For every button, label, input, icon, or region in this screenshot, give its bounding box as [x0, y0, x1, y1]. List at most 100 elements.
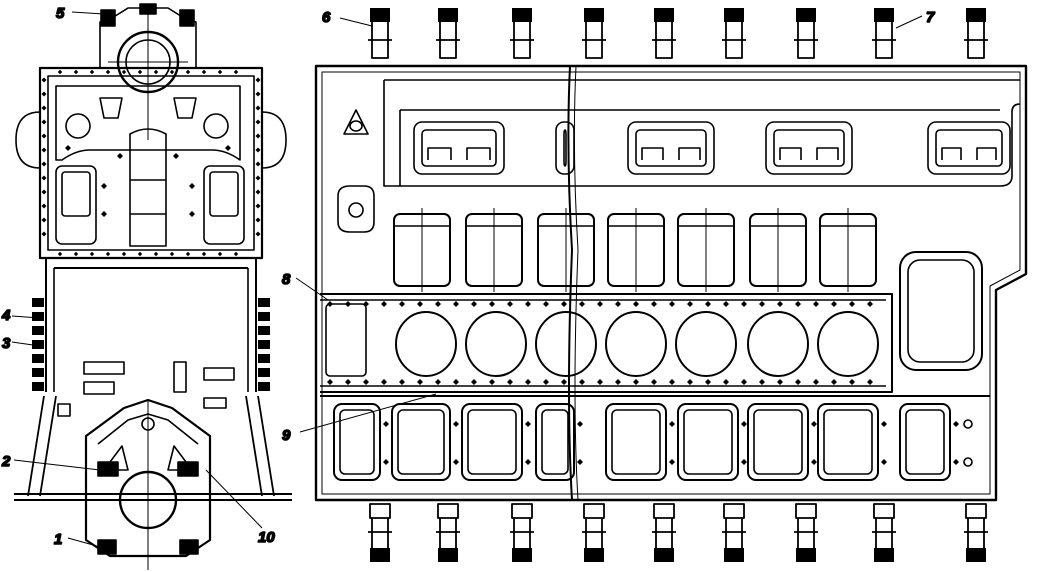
bolt-head	[258, 298, 270, 307]
bolt-mark	[777, 301, 783, 307]
bolt-mark	[741, 459, 747, 465]
bolt-mark	[831, 301, 837, 307]
bolt-mark	[41, 91, 47, 97]
bolt-mark	[41, 217, 47, 223]
bolt-mark	[687, 379, 693, 385]
bolt-mark	[41, 147, 47, 153]
stud-body	[583, 503, 605, 519]
bolt-mark	[255, 217, 261, 223]
bolt-mark	[471, 301, 477, 307]
lower-window-inner	[905, 409, 945, 475]
bolt-mark	[705, 301, 711, 307]
hold-down-studs	[368, 8, 988, 562]
bolt-mark	[687, 301, 693, 307]
window-bracket	[427, 147, 491, 160]
bolt-mark	[217, 69, 223, 75]
cylinder-bore	[747, 311, 809, 377]
cylinder-bores	[395, 311, 879, 377]
bolt-mark	[255, 105, 261, 111]
bolt-mark	[41, 119, 47, 125]
bolt-mark	[345, 379, 351, 385]
bolt-mark	[435, 301, 441, 307]
callout-4: 4	[1, 307, 11, 324]
top-window-inner	[935, 129, 1003, 167]
bolt-mark	[73, 69, 79, 75]
stud-nut	[438, 548, 458, 562]
bolt-mark	[525, 421, 531, 427]
bolt-head	[258, 326, 270, 335]
lower-window-inner	[467, 409, 517, 475]
bolt-mark	[867, 301, 873, 307]
leader-lines	[11, 11, 923, 549]
callout-5: 5	[56, 5, 65, 22]
bolt-mark	[327, 379, 333, 385]
stud-body	[872, 22, 896, 59]
lower-window-inner	[339, 409, 375, 475]
bolt-mark	[89, 69, 95, 75]
bolt-head	[32, 298, 44, 307]
bolt-mark	[383, 421, 389, 427]
stud-nut	[796, 8, 816, 22]
bolt-head	[258, 368, 270, 377]
top-window	[413, 121, 505, 175]
lower-window	[461, 403, 523, 481]
bolt-mark	[363, 379, 369, 385]
bolt-mark	[255, 119, 261, 125]
lower-window-inner	[397, 409, 445, 475]
bolt-mark	[185, 251, 191, 257]
bolt-mark	[383, 459, 389, 465]
lower-window	[333, 403, 381, 481]
lower-window	[899, 403, 951, 481]
stud-body	[722, 518, 746, 548]
window-bracket	[941, 147, 997, 160]
stud-nut	[874, 8, 894, 22]
top-window	[627, 121, 715, 175]
bolt-mark	[651, 379, 657, 385]
bolt-head	[32, 354, 44, 363]
lower-window-inner	[823, 409, 873, 475]
bolt-mark	[561, 379, 567, 385]
bolt-head	[32, 312, 44, 321]
bolt-mark	[137, 251, 143, 257]
bolt-mark	[233, 251, 239, 257]
bolt-head	[32, 340, 44, 349]
bolt-mark	[381, 301, 387, 307]
bolt-mark	[153, 69, 159, 75]
bolt-mark	[633, 301, 639, 307]
bolt-mark	[345, 301, 351, 307]
bolt-head	[258, 354, 270, 363]
bolt-mark	[117, 153, 123, 159]
bolt-mark	[65, 145, 71, 151]
stud-body	[794, 518, 818, 548]
stud-nut	[512, 548, 532, 562]
bolt-mark	[669, 379, 675, 385]
bolt-mark	[201, 251, 207, 257]
bolt-mark	[849, 301, 855, 307]
bolt-mark	[723, 379, 729, 385]
bolt-mark	[507, 379, 513, 385]
stud-body	[436, 22, 460, 59]
top-studs	[100, 3, 195, 27]
stud-body	[582, 518, 606, 548]
bolt-mark	[579, 301, 585, 307]
cylinder-bore	[465, 311, 527, 377]
stud-body	[652, 518, 676, 548]
bolt-mark	[255, 91, 261, 97]
bolt-mark	[255, 231, 261, 237]
bolt-mark	[225, 145, 231, 151]
cylinder-bore	[395, 311, 457, 377]
bolt-mark	[489, 379, 495, 385]
stud-body	[368, 518, 392, 548]
bolt-mark	[453, 379, 459, 385]
top-window	[927, 121, 1011, 175]
bolt-mark	[399, 379, 405, 385]
bolt-mark	[561, 301, 567, 307]
lower-window-inner	[541, 409, 569, 475]
bolt-mark	[453, 301, 459, 307]
bolt-mark	[153, 251, 159, 257]
bolt-mark	[705, 379, 711, 385]
side-view	[314, 8, 1028, 562]
stud-body	[872, 518, 896, 548]
bolt-mark	[255, 133, 261, 139]
